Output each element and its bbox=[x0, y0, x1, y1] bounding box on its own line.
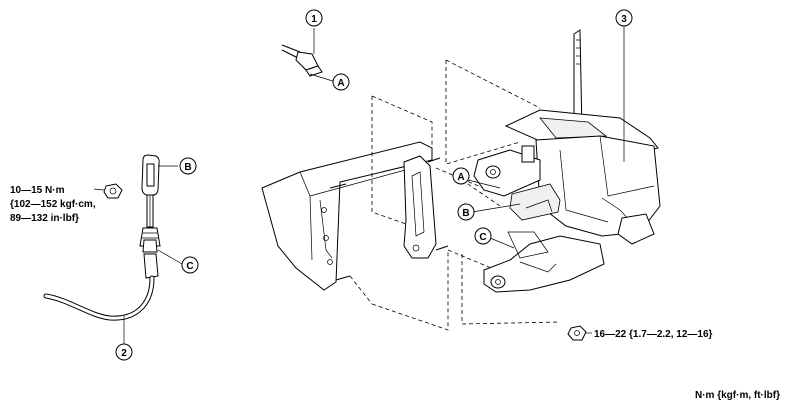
svg-text:{102—152 kgf·cm,: {102—152 kgf·cm, bbox=[10, 199, 96, 210]
callout-b-right: B bbox=[457, 203, 475, 221]
nut-left bbox=[93, 183, 123, 199]
callout-c-left: C bbox=[181, 256, 199, 274]
svg-text:A: A bbox=[337, 78, 344, 89]
callout-a-right: A bbox=[452, 167, 470, 185]
callout-a-top: A bbox=[332, 73, 350, 91]
svg-text:B: B bbox=[184, 162, 191, 173]
part-3-shift-lever-assembly bbox=[473, 29, 661, 293]
svg-text:C: C bbox=[186, 261, 193, 272]
svg-text:10—15 N·m: 10—15 N·m bbox=[10, 185, 65, 196]
svg-text:B: B bbox=[462, 208, 469, 219]
part-2-shift-cable bbox=[43, 154, 161, 344]
callout-c-right: C bbox=[474, 227, 492, 245]
assembly-guide-lines bbox=[349, 59, 561, 331]
body-bracket bbox=[261, 141, 449, 291]
svg-text:C: C bbox=[479, 232, 486, 243]
svg-text:1: 1 bbox=[311, 14, 317, 25]
callout-b-left: B bbox=[179, 157, 197, 175]
callout-2: 2 bbox=[115, 343, 133, 361]
torque-spec-left: 10—15 N·m {102—152 kgf·cm, 89—132 in·lbf… bbox=[10, 185, 96, 224]
part-1-cable-end bbox=[281, 28, 337, 83]
torque-spec-right: 16—22 {1.7—2.2, 12—16} bbox=[594, 329, 713, 340]
nut-right bbox=[567, 325, 592, 341]
svg-text:A: A bbox=[457, 172, 464, 183]
svg-text:3: 3 bbox=[621, 14, 627, 25]
callout-1: 1 bbox=[305, 9, 323, 27]
svg-text:2: 2 bbox=[121, 348, 127, 359]
callout-3: 3 bbox=[615, 9, 633, 27]
svg-text:89—132 in·lbf}: 89—132 in·lbf} bbox=[10, 213, 79, 224]
units-note: N·m {kgf·m, ft·lbf} bbox=[695, 390, 780, 401]
